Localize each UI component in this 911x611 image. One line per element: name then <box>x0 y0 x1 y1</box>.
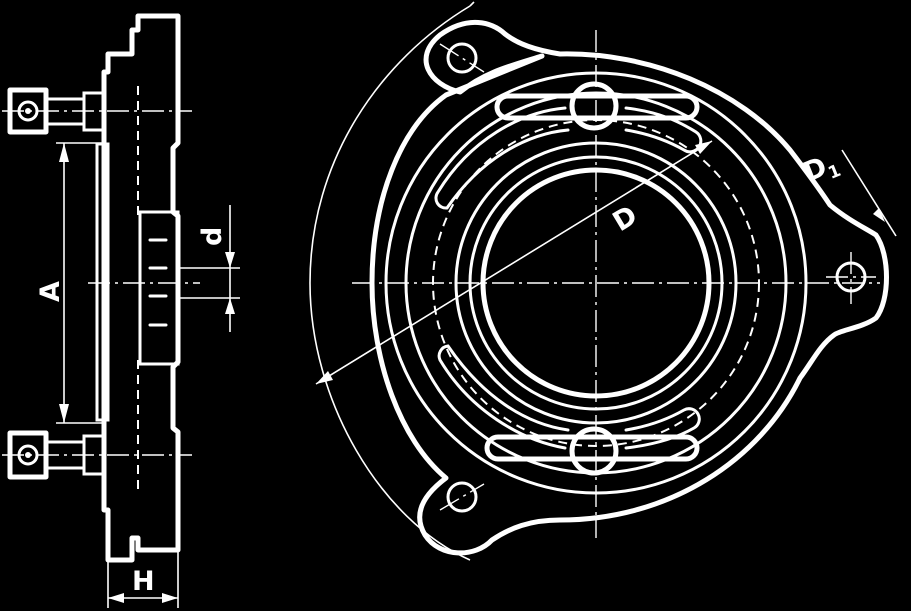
front-view: D D1 <box>309 1 897 561</box>
side-view: A d H <box>2 13 240 608</box>
flange-outline <box>369 19 889 556</box>
side-spacer <box>95 142 110 422</box>
dimension-H: H <box>107 552 179 608</box>
dimension-label-A: A <box>35 281 66 302</box>
dimension-label-D1: D1 <box>799 147 844 192</box>
clamp-bar-bottom <box>484 434 700 462</box>
arc-slot-lower-left <box>437 344 570 450</box>
arc-slot-upper-left <box>434 106 570 210</box>
clamp-nut-bottom <box>569 426 619 476</box>
side-hub <box>138 210 180 366</box>
dimension-D: D <box>315 140 713 385</box>
arc-slot-upper-right <box>624 106 703 154</box>
dimension-label-D: D <box>608 200 643 238</box>
mounting-hole-top-left <box>446 42 478 74</box>
dimension-d: d <box>180 205 240 332</box>
dimension-A: A <box>35 142 104 424</box>
dimension-label-H: H <box>132 566 155 597</box>
dimension-label-d: d <box>197 227 228 246</box>
clamp-nut-top <box>569 81 619 131</box>
mounting-hole-bottom-left <box>446 481 478 513</box>
clamp-bar-top <box>494 93 700 121</box>
arc-slot-lower-right <box>624 407 701 450</box>
